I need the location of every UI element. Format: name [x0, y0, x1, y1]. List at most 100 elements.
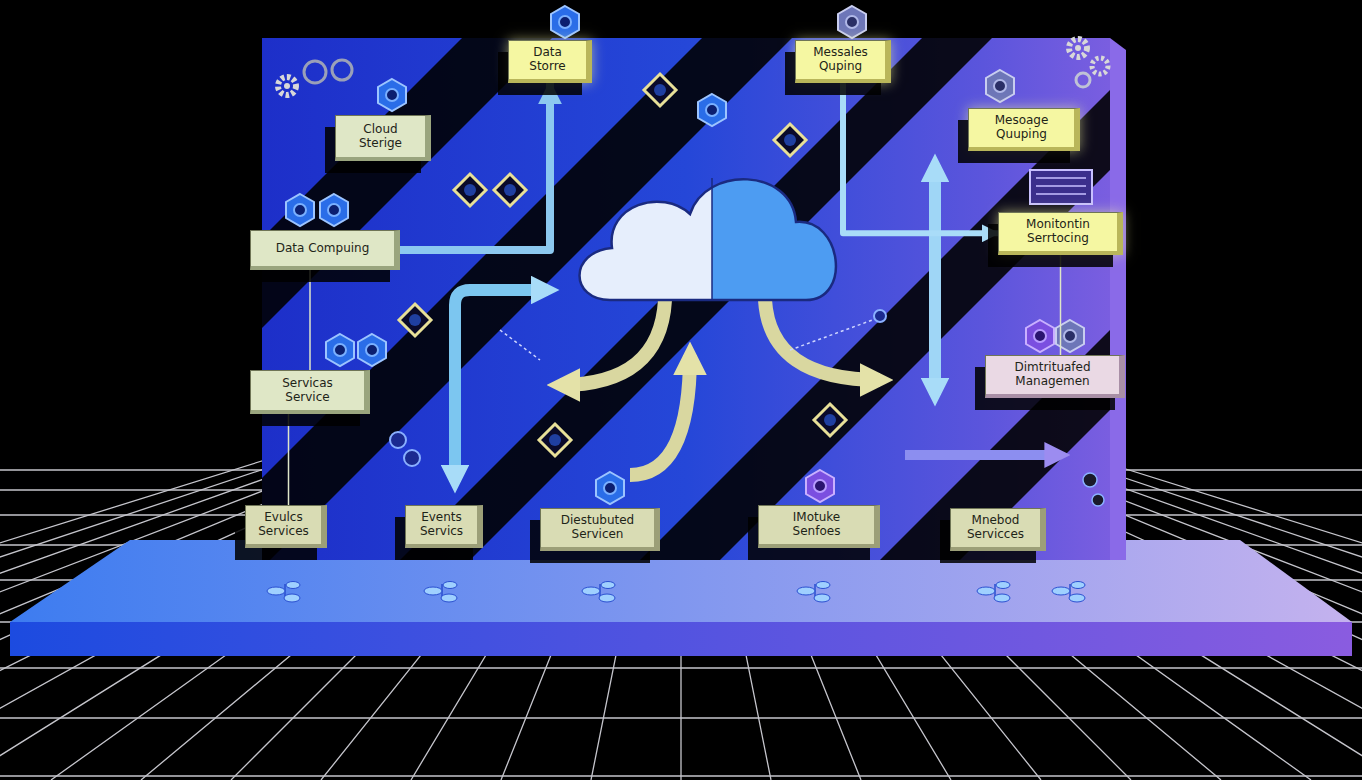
- process-box: Data Compuing: [250, 230, 400, 270]
- node-label: Messales Quping: [804, 46, 877, 74]
- monitor-icon: [1030, 170, 1092, 204]
- service-icon: [551, 6, 579, 38]
- flow-arrow: [560, 300, 665, 385]
- gear-icon: [278, 39, 1108, 95]
- service-icon: [806, 470, 834, 502]
- node-label: Mesoage Quuping: [977, 114, 1066, 142]
- service-icon: [986, 70, 1014, 102]
- management-box: Dimtrituafed Managemen: [985, 355, 1125, 398]
- node-dot: [874, 310, 886, 322]
- node-label: Servicas Service: [259, 377, 356, 405]
- gear-icon: [304, 61, 326, 83]
- service-box: Mnebod Servicces: [950, 508, 1046, 551]
- node-dot: [1092, 494, 1104, 506]
- sprout-icon: [267, 582, 1085, 603]
- link-line: [309, 270, 311, 370]
- service-box: Diestubuted Servicen: [540, 508, 660, 551]
- sprout-icon: [582, 582, 615, 603]
- flow-arrow: [500, 330, 540, 360]
- node-dot: [404, 450, 420, 466]
- service-icon: [698, 94, 726, 126]
- node-dot: [390, 432, 406, 448]
- queue-box: Messales Quping: [795, 40, 891, 83]
- panel-stripes: [880, 38, 1110, 560]
- decision-diamond-icon: [814, 404, 846, 436]
- flow-arrow: [455, 290, 548, 482]
- flow-arrow: [765, 300, 880, 380]
- node-label: Diestubuted Servicen: [549, 514, 646, 542]
- gear-icon: [1092, 58, 1108, 74]
- sprout-icon: [267, 582, 300, 603]
- platform: [10, 622, 1352, 656]
- node-label: Data Compuing: [276, 242, 370, 256]
- node-label: Events Servics: [414, 511, 469, 539]
- cloud-icon: [580, 179, 836, 300]
- cloud-icon: [580, 179, 713, 300]
- gear-icon: [1069, 39, 1087, 57]
- gear-icon: [284, 83, 290, 89]
- node-dot: [1083, 473, 1097, 487]
- gear-icon: [332, 60, 352, 80]
- cloud-icon: [712, 179, 836, 300]
- monitoring-box: Monitontin Serrtocing: [998, 212, 1123, 255]
- decision-diamond-icon: [644, 74, 676, 106]
- node-label: Cloud Sterige: [344, 123, 417, 151]
- gear-icon: [278, 77, 296, 95]
- panel-stripes: [262, 38, 552, 560]
- flow-arrow: [843, 83, 998, 234]
- monitor-icon: [1036, 178, 1086, 194]
- node-label: Evulcs Services: [254, 511, 313, 539]
- cloud-icon: [580, 178, 836, 300]
- service-icon: [378, 79, 406, 111]
- panel: [1110, 38, 1126, 560]
- decision-diamond-icon: [454, 174, 486, 206]
- decision-diamond-icon: [494, 174, 526, 206]
- monitor-icon: [1030, 170, 1092, 204]
- storage-box: Data Storre: [508, 40, 592, 83]
- service-box: Events Servics: [405, 505, 483, 548]
- node-label: Monitontin Serrtocing: [1007, 218, 1109, 246]
- service-icon: [838, 6, 866, 38]
- service-box: Servicas Service: [250, 370, 370, 414]
- service-icon: [1026, 320, 1054, 352]
- queue-box: Mesoage Quuping: [968, 108, 1080, 151]
- sprout-icon: [424, 582, 457, 603]
- service-box: Evulcs Services: [245, 505, 327, 548]
- flow-arrow: [790, 318, 878, 350]
- node-label: Mnebod Servicces: [959, 514, 1032, 542]
- flow-arrow: [630, 355, 690, 475]
- flow-arrow: [905, 450, 1060, 460]
- service-icon: [286, 194, 314, 226]
- decision-diamond-icon: [399, 304, 431, 336]
- panel-stripes: [262, 38, 1110, 560]
- storage-box: Cloud Sterige: [335, 115, 431, 161]
- cloud-icon: [711, 178, 713, 300]
- service-icon: [320, 194, 348, 226]
- decision-diamond-icon: [399, 74, 846, 456]
- node-label: Data Storre: [517, 46, 578, 74]
- sprout-icon: [1052, 582, 1085, 603]
- flow-arrow: [929, 165, 941, 395]
- decision-diamond-icon: [774, 124, 806, 156]
- service-icon: [358, 334, 386, 366]
- gear-icon: [1076, 73, 1090, 87]
- gear-icon: [1075, 45, 1081, 51]
- service-box: IMotuke Senfoes: [758, 505, 880, 548]
- service-icon: [596, 472, 624, 504]
- panel: [0, 38, 1362, 560]
- flow-arrow: [455, 165, 1060, 482]
- service-icon: [286, 6, 1084, 504]
- node-label: Dimtrituafed Managemen: [994, 361, 1111, 389]
- sprout-icon: [977, 582, 1010, 603]
- node-label: IMotuke Senfoes: [767, 511, 866, 539]
- link-line: [1060, 255, 1062, 355]
- link-line: [288, 414, 290, 505]
- sprout-icon: [797, 582, 830, 603]
- service-icon: [326, 334, 354, 366]
- decision-diamond-icon: [539, 424, 571, 456]
- flow-arrow: [400, 83, 550, 250]
